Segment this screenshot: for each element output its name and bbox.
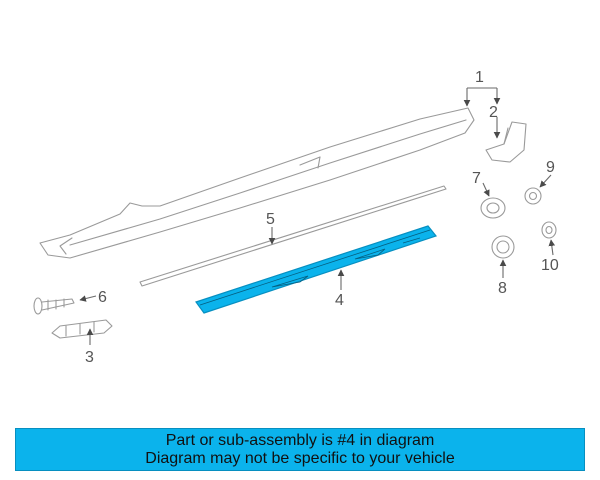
rocker-molding-part xyxy=(39,107,475,259)
grommet-part-9 xyxy=(524,187,542,205)
callout-5: 5 xyxy=(266,211,275,228)
callout-2: 2 xyxy=(489,104,498,121)
leader-lines xyxy=(79,87,556,345)
callout-8: 8 xyxy=(498,280,507,297)
info-banner: Part or sub-assembly is #4 in diagram Di… xyxy=(15,428,585,471)
callout-6: 6 xyxy=(98,289,107,306)
step-molding-part xyxy=(195,225,438,314)
bracket-part-3 xyxy=(51,319,113,339)
trim-strip-part xyxy=(139,185,447,287)
callout-3: 3 xyxy=(85,349,94,366)
banner-line-2: Diagram may not be specific to your vehi… xyxy=(145,449,455,467)
end-cap-part xyxy=(485,121,527,163)
grommet-part-10 xyxy=(541,221,557,239)
callout-7: 7 xyxy=(472,170,481,187)
banner-line-1: Part or sub-assembly is #4 in diagram xyxy=(165,431,435,449)
callout-10: 10 xyxy=(541,257,559,274)
callout-1: 1 xyxy=(475,69,484,86)
plug-part-8 xyxy=(491,235,515,259)
clip-part-7 xyxy=(480,197,506,219)
callout-4: 4 xyxy=(335,292,344,309)
callout-9: 9 xyxy=(546,159,555,176)
parts-diagram: 1 2 3 4 5 6 7 8 9 10 xyxy=(33,69,559,366)
fastener-part-6 xyxy=(33,297,75,315)
